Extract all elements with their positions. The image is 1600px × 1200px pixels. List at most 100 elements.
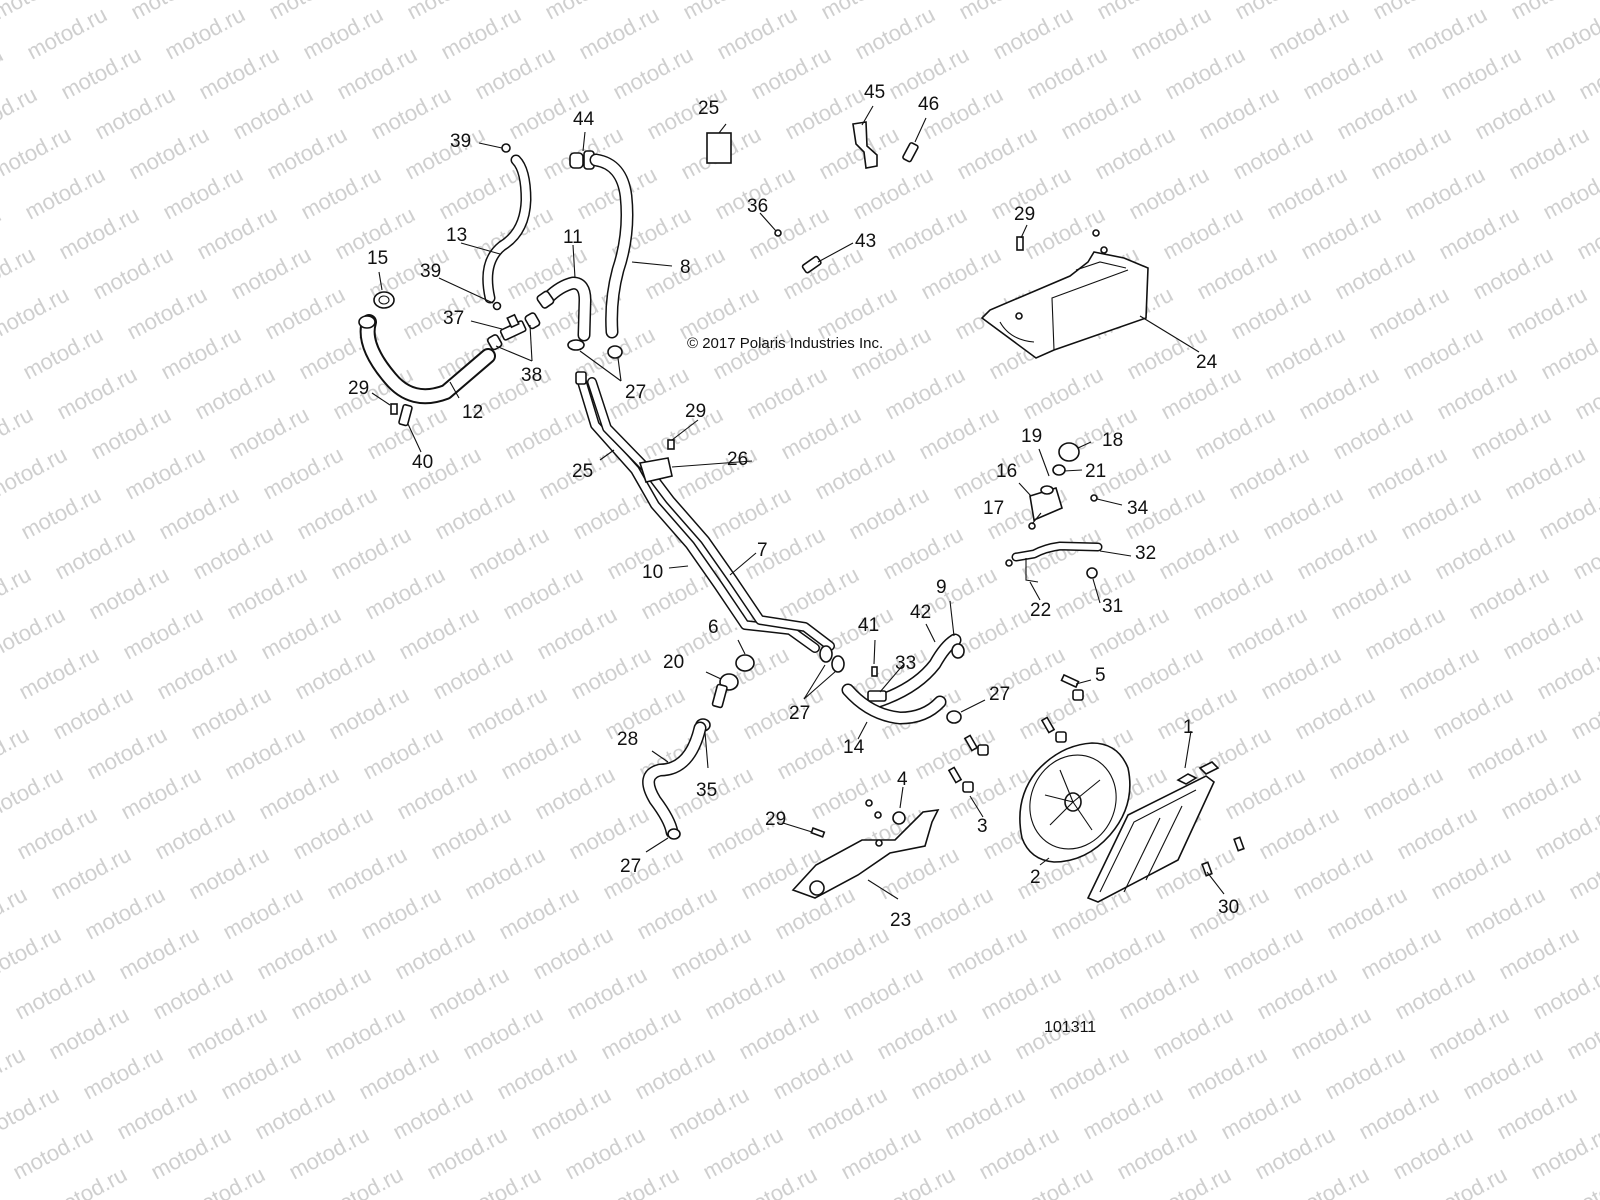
watermark-text: motod.ru	[1289, 842, 1377, 905]
watermark-text: motod.ru	[357, 882, 445, 945]
part-5-bolt	[1060, 673, 1084, 701]
watermark-text: motod.ru	[1531, 802, 1600, 865]
watermark-text: motod.ru	[193, 202, 281, 265]
watermark-text: motod.ru	[1493, 1082, 1581, 1145]
watermark-text: motod.ru	[423, 1122, 511, 1185]
watermark-text: motod.ru	[847, 322, 935, 385]
part-43-fitting	[801, 255, 822, 274]
callout-28: 28	[617, 729, 638, 750]
watermark-text: motod.ru	[639, 402, 727, 465]
callout-45: 45	[864, 82, 885, 103]
watermark-text: motod.ru	[89, 242, 177, 305]
watermark-text: motod.ru	[191, 362, 279, 425]
part-41-bolt	[871, 666, 878, 677]
watermark-text: motod.ru	[1023, 42, 1111, 105]
part-1-radiator	[1086, 761, 1220, 903]
watermark-text: motod.ru	[595, 1162, 683, 1200]
watermark-text: motod.ru	[285, 1122, 373, 1185]
watermark-text: motod.ru	[123, 282, 211, 345]
watermark-text: motod.ru	[851, 2, 939, 65]
part-45-bracket	[852, 121, 878, 169]
watermark-text: motod.ru	[601, 682, 689, 745]
part-16-reservoir	[1029, 485, 1063, 522]
watermark-text: motod.ru	[299, 2, 387, 65]
watermark-text: motod.ru	[1425, 1002, 1513, 1065]
part-26-clip	[638, 457, 673, 483]
watermark-text: motod.ru	[917, 242, 1005, 305]
watermark-text: motod.ru	[667, 922, 755, 985]
watermark-text: motod.ru	[1465, 562, 1553, 625]
watermark-text: motod.ru	[845, 482, 933, 545]
part-34-screw	[1090, 494, 1098, 502]
watermark-text: motod.ru	[1537, 322, 1600, 385]
watermark-text: motod.ru	[1501, 442, 1589, 505]
watermark-text: motod.ru	[1459, 1042, 1547, 1105]
part-29-bolt-lower	[810, 799, 882, 838]
watermark-text: motod.ru	[0, 82, 41, 145]
watermark-text: motod.ru	[1395, 642, 1483, 705]
watermark-text: motod.ru	[1563, 1002, 1600, 1065]
watermark-text: motod.ru	[1155, 522, 1243, 585]
watermark-text: motod.ru	[251, 1082, 339, 1145]
callout-34: 34	[1127, 498, 1149, 519]
watermark-text: motod.ru	[0, 762, 67, 825]
callout-21: 21	[1085, 461, 1106, 482]
watermark-text: motod.ru	[47, 842, 135, 905]
watermark-text: motod.ru	[431, 482, 519, 545]
watermark-text: motod.ru	[457, 1162, 545, 1200]
watermark-text: motod.ru	[1183, 1042, 1271, 1105]
watermark-text: motod.ru	[1257, 642, 1345, 705]
watermark-text: motod.ru	[1127, 2, 1215, 65]
callout-13: 13	[446, 225, 467, 246]
watermark-text: motod.ru	[1391, 962, 1479, 1025]
watermark-text: motod.ru	[1261, 322, 1349, 385]
watermark-text: motod.ru	[319, 1162, 407, 1200]
watermark-text: motod.ru	[1403, 2, 1491, 65]
watermark-text: motod.ru	[153, 642, 241, 705]
watermark-text: motod.ru	[989, 2, 1077, 65]
watermark-text: motod.ru	[953, 122, 1041, 185]
watermark-text: motod.ru	[501, 402, 589, 465]
watermark-text: motod.ru	[397, 442, 485, 505]
watermark-text: motod.ru	[0, 1082, 63, 1145]
watermark-text: motod.ru	[221, 722, 309, 785]
watermark-text: motod.ru	[495, 882, 583, 945]
callout-29-upper: 29	[1014, 204, 1035, 225]
callout-15: 15	[367, 248, 388, 269]
watermark-text: motod.ru	[217, 1042, 305, 1105]
watermark-text: motod.ru	[1535, 482, 1600, 545]
watermark-text: motod.ru	[775, 562, 863, 625]
watermark-text: motod.ru	[1389, 1122, 1477, 1185]
callout-16: 16	[996, 461, 1017, 482]
part-15-clamp	[373, 291, 395, 309]
watermark-text: motod.ru	[195, 42, 283, 105]
watermark-text: motod.ru	[9, 1122, 97, 1185]
part-33-tee	[867, 690, 887, 702]
callout-23: 23	[890, 910, 911, 931]
watermark-text: motod.ru	[297, 162, 385, 225]
callout-38: 38	[521, 365, 542, 386]
watermark-text: motod.ru	[1393, 802, 1481, 865]
watermark-text: motod.ru	[1251, 1122, 1339, 1185]
callout-4: 4	[897, 769, 908, 790]
watermark-text: motod.ru	[1291, 682, 1379, 745]
part-27-clamp-top	[567, 339, 623, 359]
watermark-text: motod.ru	[0, 282, 73, 345]
part-40-fitting	[398, 403, 413, 427]
watermark-text: motod.ru	[1081, 922, 1169, 985]
watermark-text: motod.ru	[1539, 162, 1600, 225]
watermark-text: motod.ru	[293, 482, 381, 545]
watermark-text: motod.ru	[565, 802, 653, 865]
watermark-text: motod.ru	[533, 602, 621, 665]
watermark-text: motod.ru	[779, 242, 867, 305]
watermark-text: motod.ru	[1299, 42, 1387, 105]
watermark-text: motod.ru	[1495, 922, 1583, 985]
watermark-text: motod.ru	[1295, 362, 1383, 425]
watermark-text: motod.ru	[811, 442, 899, 505]
watermark-text: motod.ru	[599, 842, 687, 905]
watermark-text: motod.ru	[333, 42, 421, 105]
watermark-text: motod.ru	[1571, 362, 1600, 425]
watermark-text: motod.ru	[1019, 362, 1107, 425]
callout-43: 43	[855, 231, 876, 252]
